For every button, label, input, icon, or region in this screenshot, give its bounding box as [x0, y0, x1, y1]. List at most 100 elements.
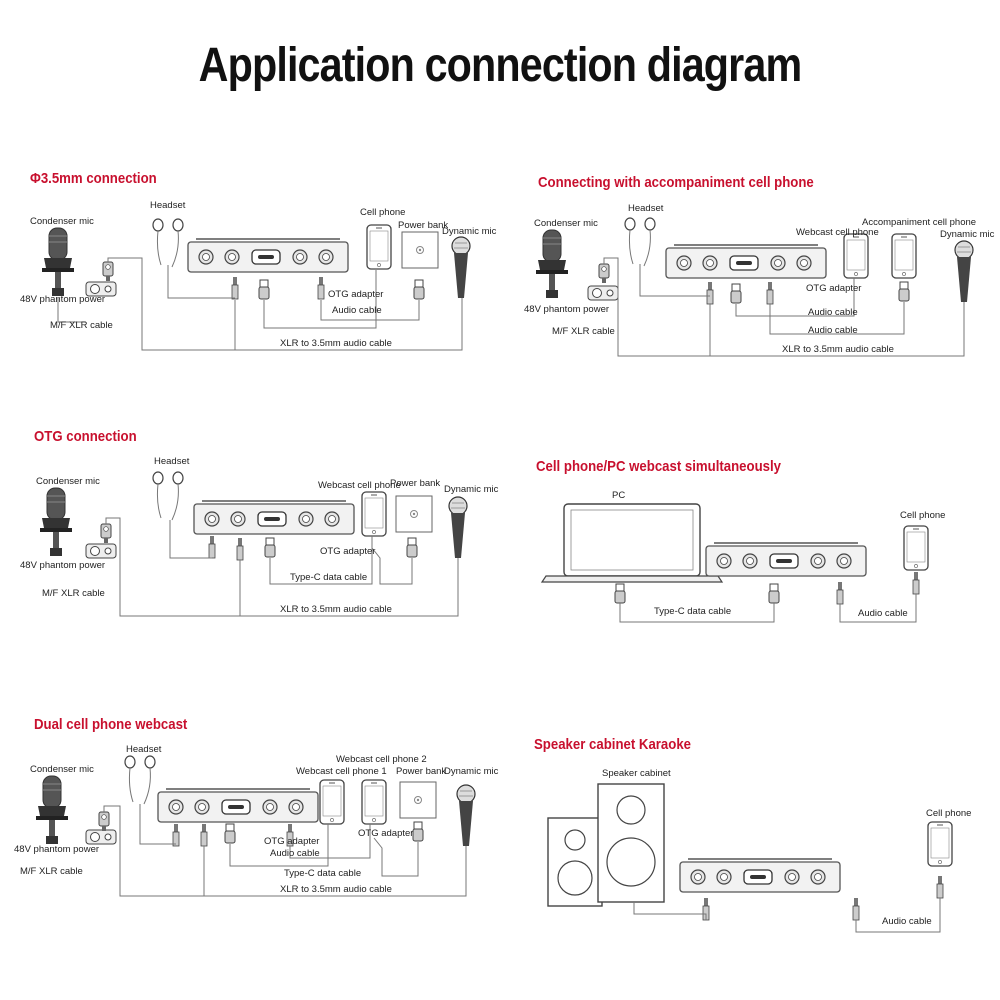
jack-plug-icon: [836, 581, 844, 605]
usb-plug-icon: [614, 583, 626, 604]
speaker-small-icon: [547, 817, 603, 907]
label-headset: Headset: [628, 203, 664, 214]
power-bank-icon: [399, 781, 437, 819]
condenser-mic-icon: [535, 229, 569, 299]
section-title-pc-phone: Cell phone/PC webcast simultaneously: [536, 458, 781, 475]
audio-interface-device: [158, 789, 318, 822]
label-otg-adapter-1: OTG adapter: [264, 836, 319, 847]
headset-icon: [624, 217, 656, 267]
xlr-plug-icon: [598, 263, 610, 284]
label-typec-cable: Type-C data cable: [654, 606, 731, 617]
xlr-plug-icon: [102, 261, 114, 282]
usb-plug-icon: [412, 821, 424, 842]
label-webcast-phone: Webcast cell phone: [796, 227, 879, 238]
label-audio-cable-1: Audio cable: [808, 307, 858, 318]
usb-plug-icon: [224, 823, 236, 844]
jack-plug-icon: [912, 571, 920, 595]
section-title-35mm: Φ3.5mm connection: [30, 170, 157, 187]
power-bank-icon: [395, 495, 433, 533]
cell-phone-icon: [366, 224, 392, 270]
label-condenser-mic: Condenser mic: [30, 764, 94, 775]
label-otg-adapter-2: OTG adapter: [358, 828, 413, 839]
label-typec-cable: Type-C data cable: [284, 868, 361, 879]
label-audio-cable-2: Audio cable: [808, 325, 858, 336]
label-cell-phone: Cell phone: [900, 510, 945, 521]
label-otg-adapter: OTG adapter: [806, 283, 861, 294]
diagram-dual-phone: Condenser mic Headset Webcast cell phone…: [14, 744, 499, 897]
accompaniment-phone-icon: [891, 233, 917, 279]
audio-interface-device: [188, 239, 348, 272]
label-audio-cable: Audio cable: [858, 608, 908, 619]
label-otg-adapter: OTG adapter: [320, 546, 375, 557]
dynamic-mic-icon: [954, 240, 974, 303]
jack-plug-icon: [936, 875, 944, 899]
label-phantom-power: 48V phantom power: [20, 294, 105, 305]
xlr-plug-icon: [98, 811, 110, 832]
jack-plug-icon: [236, 537, 244, 561]
jack-plug-icon: [706, 281, 714, 305]
condenser-mic-icon: [35, 775, 69, 845]
label-pc: PC: [612, 490, 625, 501]
condenser-mic-icon: [39, 487, 73, 557]
label-audio-cable: Audio cable: [270, 848, 320, 859]
label-dynamic-mic: Dynamic mic: [444, 766, 499, 777]
webcast-phone-2-icon: [361, 779, 387, 825]
section-title-speaker: Speaker cabinet Karaoke: [534, 736, 692, 753]
label-audio-cable: Audio cable: [882, 916, 932, 927]
webcast-phone-icon: [361, 491, 387, 537]
panel-accompaniment-phone: Connecting with accompaniment cell phone…: [524, 174, 1000, 404]
jack-plug-icon: [766, 281, 774, 305]
page-title: Application connection diagram: [198, 39, 802, 92]
label-xlr-cable: M/F XLR cable: [20, 866, 83, 877]
diagram-pc-phone: PC Cell phone Type-C data cable Audio ca…: [540, 490, 945, 623]
usb-plug-icon: [898, 281, 910, 302]
headset-icon: [124, 755, 156, 805]
diagram-otg: Condenser mic Headset Webcast cell phone…: [20, 456, 499, 617]
label-audio-cable: Audio cable: [332, 305, 382, 316]
diagram-speaker: Speaker cabinet Cell phone Audio cable: [547, 768, 971, 933]
phantom-power-icon: [85, 829, 117, 845]
diagram-35mm: Condenser mic Headset Cell phone Power b…: [20, 200, 497, 351]
panel-dual-phone-webcast: Dual cell phone webcast Condenser mic He…: [14, 716, 514, 946]
label-xlr-35-cable: XLR to 3.5mm audio cable: [280, 604, 392, 615]
label-otg-adapter: OTG adapter: [328, 289, 383, 300]
diagram-accompaniment: Condenser mic Headset Webcast cell phone…: [524, 203, 995, 357]
label-headset: Headset: [154, 456, 190, 467]
jack-plug-icon: [231, 276, 239, 300]
label-condenser-mic: Condenser mic: [30, 216, 94, 227]
label-dynamic-mic: Dynamic mic: [442, 226, 497, 237]
usb-plug-icon: [730, 283, 742, 304]
power-bank-icon: [401, 231, 439, 269]
speaker-large-icon: [597, 783, 665, 903]
usb-plug-icon: [406, 537, 418, 558]
cell-phone-icon: [927, 821, 953, 867]
panel-speaker-karaoke: Speaker cabinet Karaoke Speaker cabinet …: [534, 736, 1000, 966]
dynamic-mic-icon: [451, 236, 471, 299]
label-phantom-power: 48V phantom power: [20, 560, 105, 571]
laptop-icon: [540, 503, 724, 583]
label-xlr-35-cable: XLR to 3.5mm audio cable: [280, 338, 392, 349]
label-dynamic-mic: Dynamic mic: [444, 484, 499, 495]
label-phantom-power: 48V phantom power: [524, 304, 609, 315]
label-xlr-35-cable: XLR to 3.5mm audio cable: [280, 884, 392, 895]
jack-plug-icon: [852, 897, 860, 921]
label-webcast-phone-1: Webcast cell phone 1: [296, 766, 387, 777]
phantom-power-icon: [85, 543, 117, 559]
label-webcast-phone-2: Webcast cell phone 2: [336, 754, 427, 765]
usb-plug-icon: [413, 279, 425, 300]
usb-plug-icon: [258, 279, 270, 300]
label-cell-phone: Cell phone: [360, 207, 405, 218]
jack-plug-icon: [317, 276, 325, 300]
webcast-phone-1-icon: [319, 779, 345, 825]
panel-otg-connection: OTG connection Condenser mic Headset Web…: [20, 428, 514, 658]
label-accompaniment-phone: Accompaniment cell phone: [862, 217, 976, 228]
panel-pc-phone-webcast: Cell phone/PC webcast simultaneously PC …: [536, 458, 1000, 688]
audio-interface-device: [194, 501, 354, 534]
label-xlr-cable: M/F XLR cable: [42, 588, 105, 599]
label-xlr-35-cable: XLR to 3.5mm audio cable: [782, 344, 894, 355]
panel-35mm-connection: Φ3.5mm connection Condenser mic Headset …: [20, 170, 510, 400]
label-condenser-mic: Condenser mic: [36, 476, 100, 487]
section-title-otg: OTG connection: [34, 428, 137, 445]
dynamic-mic-icon: [456, 784, 476, 847]
label-phantom-power: 48V phantom power: [14, 844, 99, 855]
